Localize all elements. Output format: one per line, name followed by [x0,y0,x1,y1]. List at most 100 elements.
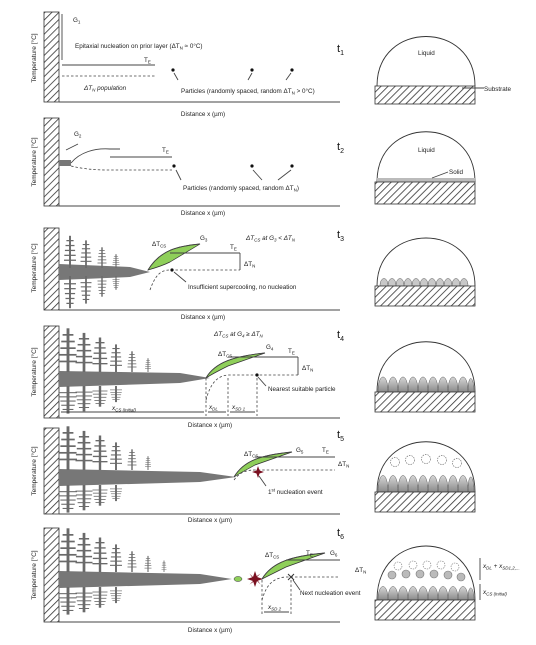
dtn-label: ΔTN [302,365,313,373]
y-axis-label: Temperature [°C] [30,137,38,186]
panel-t6: Temperature [°C] Distance x (µm) ΔTCS TE [30,527,520,634]
g5-curve [233,451,293,478]
x-axis-label: Distance x (µm) [181,314,225,321]
particles-label: Particles (randomly spaced, random ΔTN) [183,185,299,193]
g6-label: G6 [330,550,338,558]
time-label: t1 [337,43,344,57]
solid-layer [59,160,71,166]
x-axis-label: Distance x (µm) [188,627,232,634]
x-axis-label: Distance x (µm) [181,210,225,217]
particles-label: Particles (randomly spaced, random ΔTN >… [181,87,315,96]
y-axis-label: Temperature [°C] [30,347,38,396]
x-axis-label: Distance x (µm) [181,111,225,118]
no-nucleation-note: Insufficient supercooling, no nucleation [188,284,297,291]
g2-curve [70,148,120,164]
condition-label: ΔTCS at G3 < ΔTN [245,235,296,243]
melt-pool-schematic: Liquid Solid [374,131,476,205]
dtn-curve [233,469,335,481]
dendrite-grains [59,426,236,513]
dtn-label: ΔTN [355,567,366,575]
next-nucleation-icon [287,573,295,581]
melt-pool-schematic: Liquid Substrate [374,36,511,105]
panel-t3: Temperature [°C] Distance x (µm) ΔTCS G3… [30,227,476,321]
x-axis-label: Distance x (µm) [188,517,232,524]
particle [171,68,175,72]
melt-pool-schematic [374,237,476,307]
wall [43,11,60,103]
particle [172,164,176,168]
particle [290,164,294,168]
time-label: t6 [337,527,344,541]
particle [290,68,294,72]
equiaxed-grain [233,576,243,582]
particle [250,68,254,72]
time-label: t3 [337,229,344,243]
wall [43,527,60,623]
y-axis-label: Temperature [°C] [30,446,38,495]
time-label: t2 [337,141,344,155]
te-label: TE [230,244,237,252]
next-nucleation-label: Next nucleation event [300,590,361,597]
x-axis-label: Distance x (µm) [188,422,232,429]
g1-label: G1 [73,17,81,25]
nearest-particle-label: Nearest suitable particle [268,386,336,393]
y-axis-label: Temperature [°C] [30,243,38,292]
melt-pool-schematic [374,441,476,513]
g4-label: G4 [266,344,274,352]
te-label: TE [288,348,295,356]
liquid-label: Liquid [418,147,435,154]
dtn-population-label: ΔTN population [83,85,127,93]
g4-curve [205,352,266,379]
wall [43,227,60,311]
dtcs-label: ΔTCS [218,351,232,359]
time-label: t4 [337,329,344,343]
dtcs-label: ΔTCS [265,552,279,560]
xdl-label: xDL [208,404,218,412]
supercooled-zone [233,451,293,478]
dtcs-label: ΔTCS [152,241,166,249]
epitaxial-label: Epitaxial nucleation on prior layer (ΔTN… [75,42,203,51]
dtn-curve [261,576,340,601]
melt-pool-schematic: xDL + xSD1,2,... xCS (initial) [374,545,520,621]
wall [43,325,60,419]
solid-label: Solid [449,169,463,176]
dtn-label: ΔTN [338,461,349,469]
particle [170,268,174,272]
xcs-label: xCS (initial) [111,405,136,413]
te-label: TE [306,550,313,558]
te-label: TE [162,147,169,155]
g5-label: G5 [296,447,304,455]
particle [250,164,254,168]
time-label: t5 [337,429,344,443]
dendrite-grains [59,235,150,309]
g2-label: G2 [74,131,82,139]
g3-curve [147,243,201,271]
first-nucleation-label: 1st nucleation event [268,488,323,497]
dtcs-label: ΔTCS [244,451,258,459]
nucleation-star-icon [247,571,263,587]
panel-t4: Temperature [°C] Distance x (µm) ΔTCS at… [30,325,476,429]
xsd2-label: xSD 2 [267,604,282,612]
g6-curve [261,552,326,580]
panel-t5: Temperature [°C] Distance x (µm) ΔTCS G5… [30,426,476,524]
te-label: TE [144,57,151,65]
wall [43,427,60,515]
dtn-label: ΔTN [244,261,255,269]
melt-pool-schematic [374,341,476,413]
xsd-label: xSD 1 [231,404,246,412]
wall [43,117,60,207]
y-axis-label: Temperature [°C] [30,550,38,599]
substrate-label: Substrate [484,86,511,93]
nucleation-star-icon [252,466,264,478]
dendrite-grains [59,328,210,414]
panel-t2: Temperature [°C] Distance x (µm) G2 TE P… [30,117,476,217]
particle [255,373,259,377]
xdl-xsd-label: xDL + xSD1,2,... [482,563,520,571]
condition-label: ΔTCS at G4 ≥ ΔTN [213,331,264,339]
liquid-label: Liquid [418,50,435,57]
xcs-schematic-label: xCS (initial) [482,589,507,597]
panel-t1: Temperature [°C] Distance x (µm) G1 Epit… [30,11,511,118]
te-label: TE [322,447,329,455]
g3-label: G3 [200,235,208,243]
